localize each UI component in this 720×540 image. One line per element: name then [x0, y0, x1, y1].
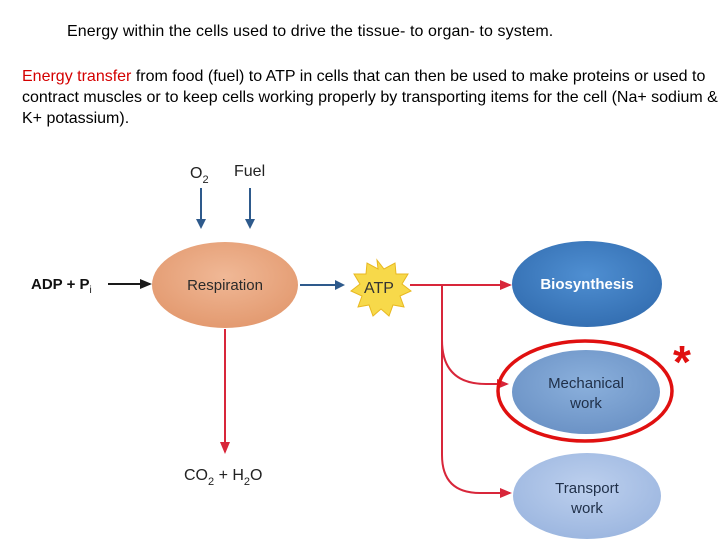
asterisk-annotation: * — [673, 336, 691, 388]
intro-text: from food (fuel) to ATP in cells that ca… — [22, 68, 718, 127]
mechanical-label-line1: Mechanical — [548, 375, 624, 392]
mechanical-label-line2: work — [569, 395, 602, 412]
atp-branch-trunk — [441, 285, 509, 389]
page-heading: Energy within the cells used to drive th… — [67, 23, 554, 40]
highlight-circle-annotation — [496, 339, 674, 443]
co2-h2o-label: CO2 + H2O — [184, 467, 263, 488]
respiration-label: Respiration — [187, 277, 263, 294]
transport-label-line1: Transport — [555, 480, 619, 497]
atp-label: ATP — [364, 280, 394, 297]
intro-highlight: Energy transfer — [22, 68, 132, 85]
atp-starburst — [350, 258, 412, 317]
biosynthesis-node — [512, 241, 662, 327]
transport-work-node — [513, 453, 661, 539]
transport-label-line2: work — [570, 500, 603, 517]
intro-paragraph: Energy transfer from food (fuel) to ATP … — [22, 66, 718, 129]
o2-label: O2 — [190, 165, 209, 186]
respiration-node — [152, 242, 298, 328]
biosynthesis-label: Biosynthesis — [540, 276, 633, 293]
atp-to-transport-arrow — [441, 340, 512, 498]
adp-pi-label: ADP + Pi — [31, 276, 92, 296]
mechanical-work-node — [512, 350, 660, 434]
fuel-label: Fuel — [234, 163, 265, 180]
